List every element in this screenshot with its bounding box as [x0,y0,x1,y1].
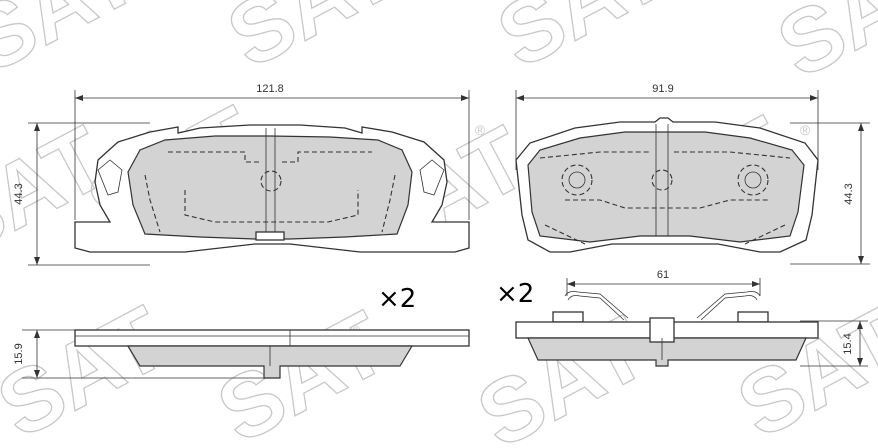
front-pad-side-view: 15.9 [13,329,470,379]
front-pad-width-label: 121.8 [256,83,284,95]
watermark-text-10: SAT [202,293,402,448]
front-pad-thickness-label: 15.9 [13,343,25,364]
watermark-registered-3: ® [800,122,811,138]
watermark-text-3: SAT [482,0,682,88]
watermark-text-9: SAT [0,288,182,448]
watermark-registered-2: ® [475,122,486,138]
watermark-text-1: SAT [0,0,154,92]
rear-pad-width-label: 91.9 [652,83,673,95]
watermark-text-4: SAT [762,0,878,98]
rear-pad-top-view: 91.9 44.3 [515,83,870,265]
rear-pad-spring-clip [564,291,761,319]
front-pad-height-label: 44.3 [13,183,25,204]
watermark-text-2: SAT [212,0,412,88]
rear-pad-quantity-label: ×2 [496,279,534,309]
rear-pad-thickness-label: 15.4 [842,333,854,354]
front-pad-friction-material [127,135,413,240]
rear-pad-height-label: 44.3 [843,183,855,204]
front-pad-backing-plate-side [74,329,470,347]
front-pad-quantity-label: ×2 [378,284,416,314]
rear-pad-friction-material [527,131,805,243]
rear-pad-clip-label: 61 [657,269,669,281]
rear-pad-friction-side [527,337,807,367]
rear-pad-side-view: 61 15.4 [515,269,868,367]
front-pad-top-view: 121.8 44.3 [13,83,470,266]
